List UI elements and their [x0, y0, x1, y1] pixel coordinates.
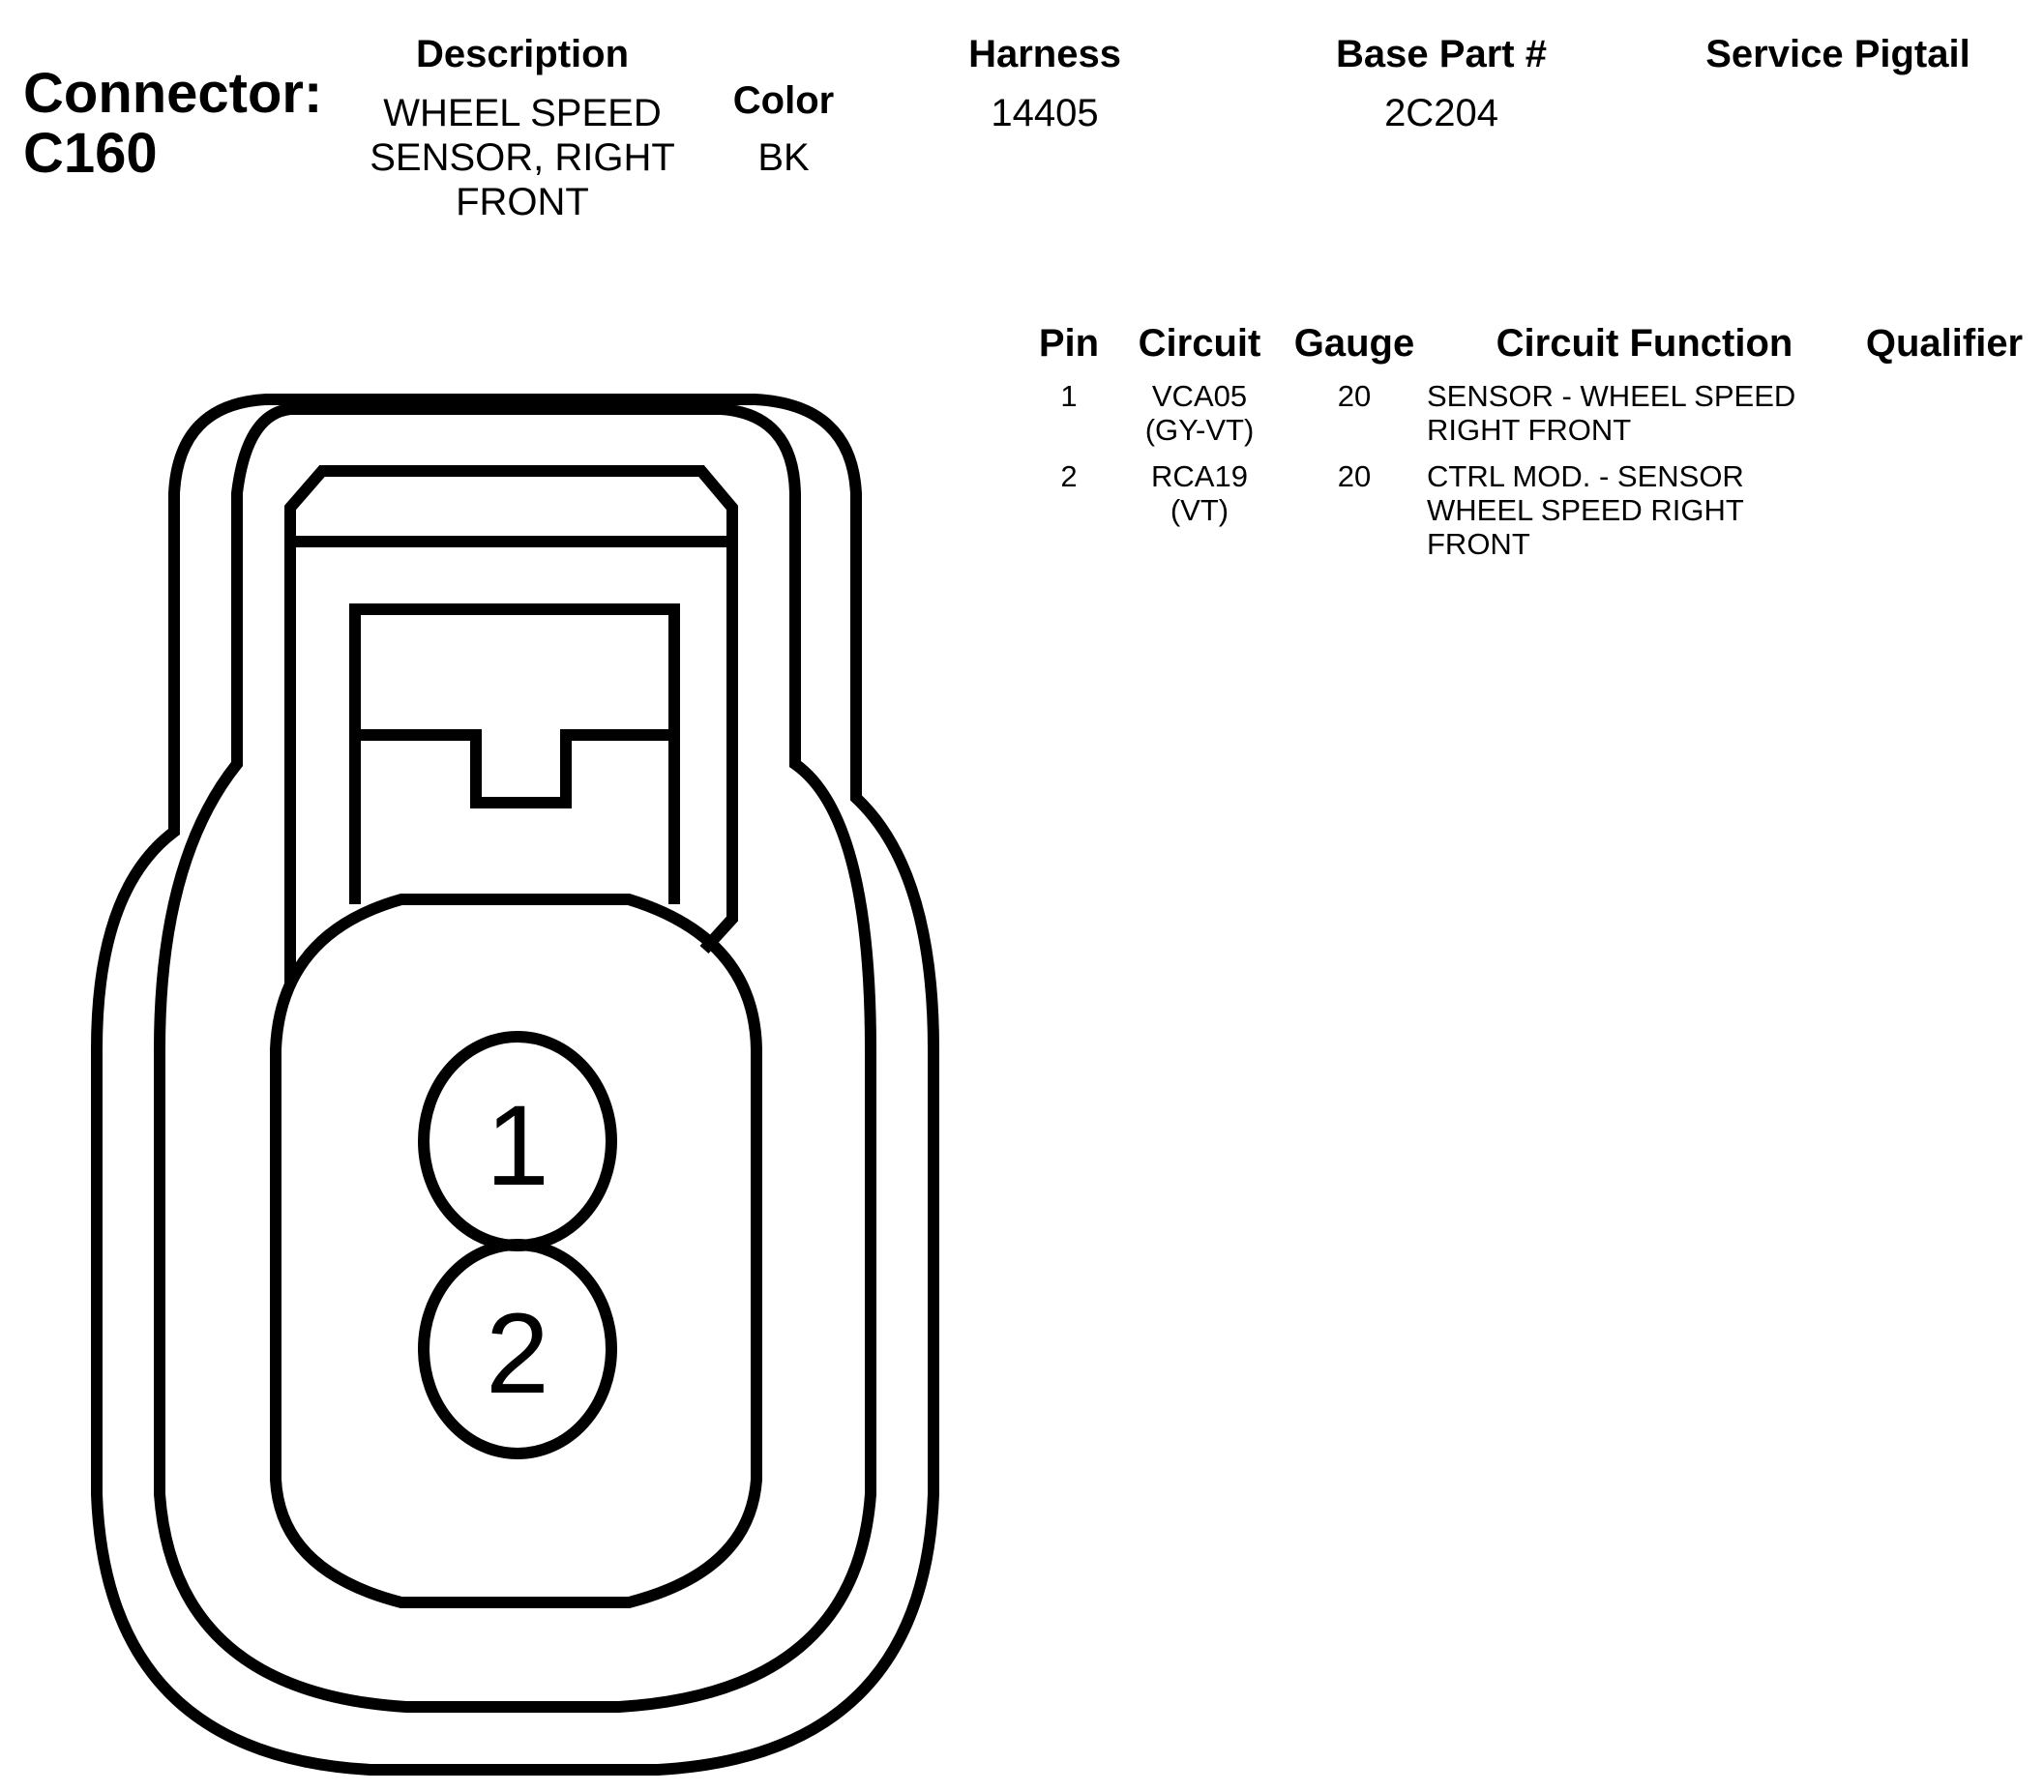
connector-id: C160	[23, 122, 158, 185]
row2-function: CTRL MOD. - SENSOR WHEEL SPEED RIGHT FRO…	[1427, 459, 1744, 561]
row2-gauge: 20	[1337, 459, 1372, 493]
description-value: WHEEL SPEED SENSOR, RIGHT FRONT	[370, 92, 675, 223]
color-header: Color	[732, 79, 835, 122]
harness-header: Harness	[968, 33, 1121, 75]
base-part-value: 2C204	[1384, 92, 1498, 134]
row2-circuit-color: (VT)	[1170, 493, 1229, 527]
pin-2-circle	[418, 1239, 617, 1459]
connector-title: Connector: C160	[23, 64, 322, 184]
latch-notch	[355, 729, 674, 808]
row1-circuit-id: VCA05	[1151, 379, 1248, 413]
qualifier-column-header: Qualifier	[1865, 322, 2024, 365]
connector-label: Connector:	[23, 62, 323, 125]
row1-function: SENSOR - WHEEL SPEED RIGHT FRONT	[1427, 379, 1796, 447]
latch-frame	[284, 465, 738, 986]
circuit-column-header: Circuit	[1138, 322, 1261, 365]
latch-tab	[349, 603, 680, 904]
row1-circuit: VCA05 (GY-VT)	[1122, 379, 1277, 447]
harness-value: 14405	[991, 92, 1099, 134]
base-part-header: Base Part #	[1336, 33, 1547, 75]
row1-gauge: 20	[1337, 379, 1372, 413]
color-value: BK	[757, 136, 810, 179]
circuit-function-column-header: Circuit Function	[1496, 322, 1793, 365]
row2-circuit-id: RCA19	[1151, 459, 1248, 493]
row1-pin: 1	[1060, 379, 1078, 413]
description-header: Description	[415, 33, 630, 75]
pin-1-label: 1	[486, 1082, 549, 1210]
gauge-column-header: Gauge	[1293, 322, 1415, 365]
row2-circuit: RCA19 (VT)	[1122, 459, 1277, 527]
row2-pin: 2	[1060, 459, 1078, 493]
connector-face-diagram: 1 2	[91, 394, 939, 1776]
inner-housing-outline	[154, 403, 876, 1713]
pin-column-header: Pin	[1038, 322, 1100, 365]
outer-housing-outline	[91, 394, 939, 1776]
row1-circuit-color: (GY-VT)	[1144, 413, 1255, 447]
service-pigtail-header: Service Pigtail	[1705, 33, 1970, 75]
pin-2-label: 2	[486, 1290, 549, 1418]
pin-cavity-body	[270, 894, 762, 1608]
